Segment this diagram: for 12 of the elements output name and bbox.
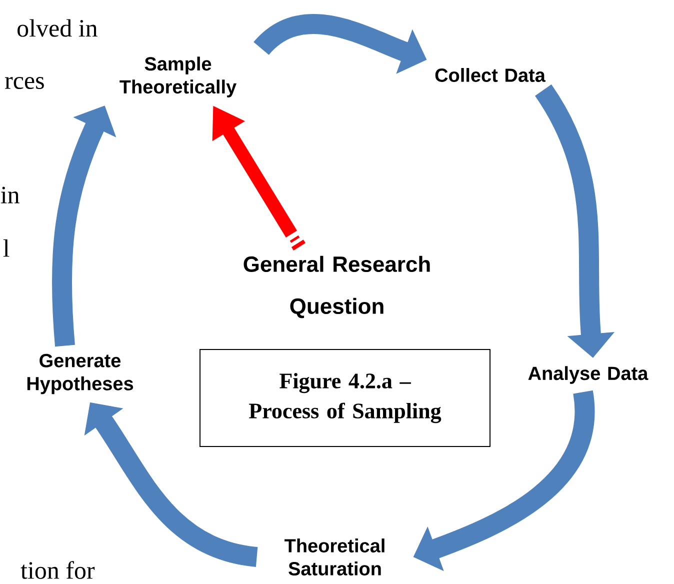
- step-label: Collect Data: [435, 68, 546, 82]
- step-label: Sample Theoretically: [120, 56, 236, 98]
- step-label: Theoretical Saturation: [284, 538, 384, 576]
- question-label: General Research Question: [244, 256, 430, 318]
- text-fragment: l: [3, 239, 10, 257]
- text-fragment: in: [0, 186, 20, 204]
- step-label: Analyse Data: [528, 366, 648, 384]
- figure-caption-box: Figure 4.2.a – Process of Sampling: [200, 349, 490, 447]
- text-fragment: olved in: [18, 19, 98, 37]
- text-fragment: tion for: [20, 561, 95, 579]
- step-label: Generate Hypotheses: [27, 354, 134, 394]
- text-fragment: rces: [5, 76, 44, 90]
